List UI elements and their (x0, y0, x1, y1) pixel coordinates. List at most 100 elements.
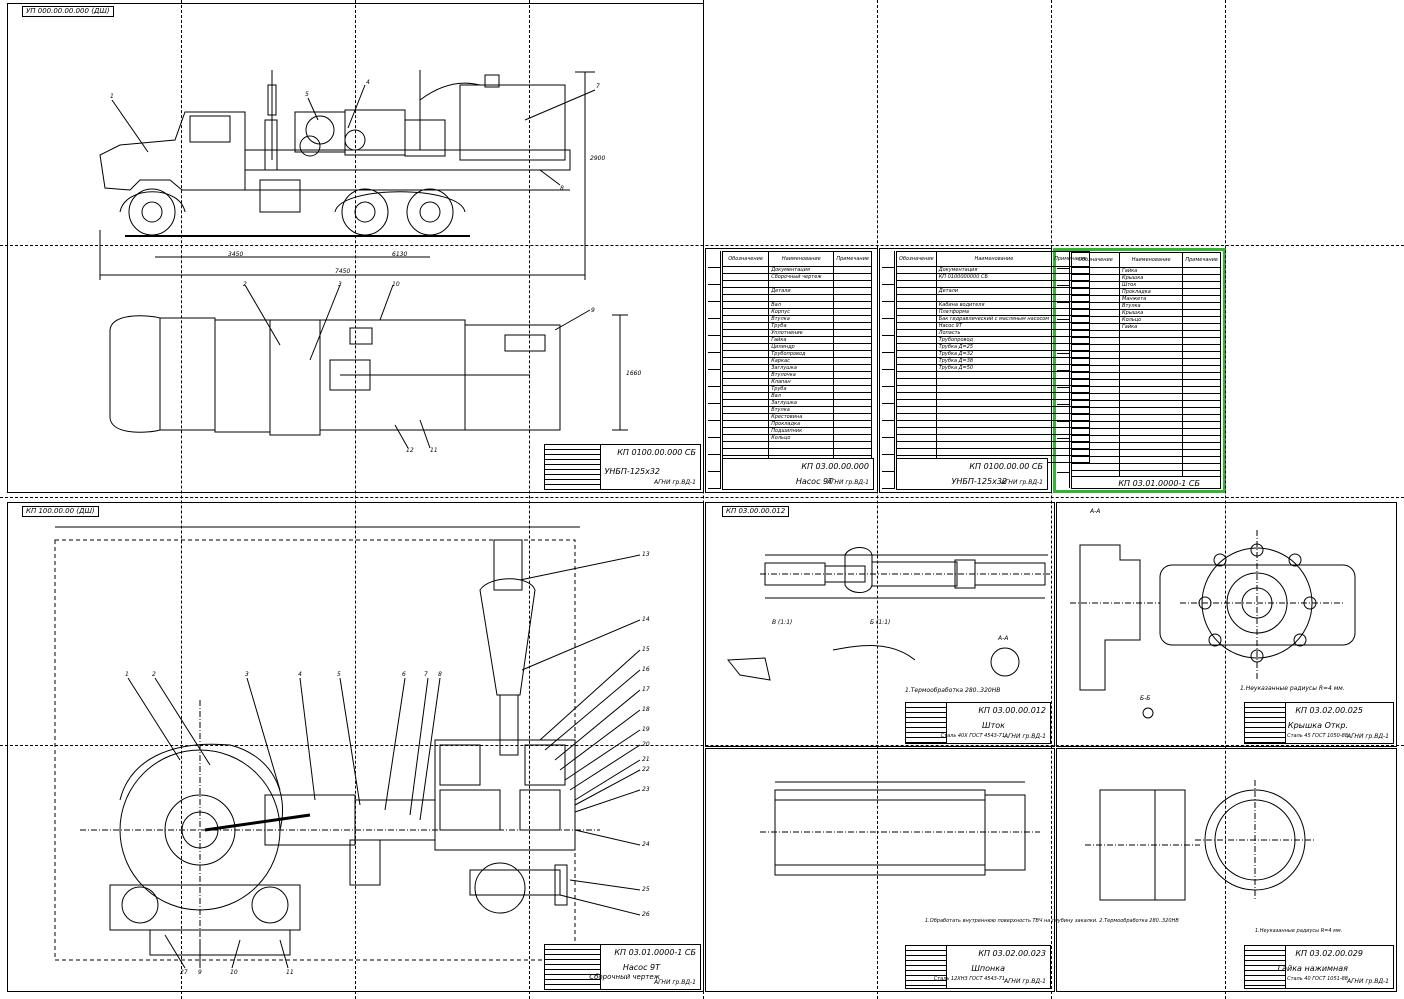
callout: 5 (337, 671, 341, 678)
title-block-sleeve: КП 03.02.00.023 Шпонка Сталь 12ХН3 ГОСТ … (905, 945, 1051, 989)
callout: 20 (642, 741, 650, 748)
spec-table-2: Обозначение Наименование Примечание Доку… (896, 251, 1090, 463)
organization: АГНИ гр.ВД-1 (1346, 733, 1389, 740)
organization: АГНИ гр.ВД-1 (826, 479, 869, 486)
drawing-title: Гайка нажимная (1277, 964, 1348, 973)
page-boundary-v (181, 0, 182, 999)
page-boundary-v (877, 0, 878, 999)
callout: 10 (392, 281, 400, 288)
callout: 1 (110, 93, 114, 100)
drawing-code: КП 03.00.00.000 (801, 462, 869, 471)
title-block-flange: КП 03.02.00.025 Крышка Откр. Сталь 45 ГО… (1244, 702, 1394, 744)
callout: 2 (243, 281, 247, 288)
drawing-code: КП 03.02.00.025 (1295, 706, 1363, 715)
drawing-note: 1.Термообработка 280..320НВ (905, 687, 1000, 694)
drawing-material: Сталь 40Х ГОСТ 4543-71 (940, 733, 1005, 739)
callout: 22 (642, 766, 650, 773)
title-block-pump: КП 03.01.0000-1 СБ Насос 9Т Сборочный че… (544, 944, 701, 990)
drawing-code: КП 0100.00.000 СБ (617, 448, 696, 457)
title-block-spec-3: КП 03.01.0000-1 СБ (1071, 476, 1221, 489)
callout: 10 (230, 969, 238, 976)
truck-side-view: 3450 6130 7450 2900 1 7 4 5 8 (99, 70, 605, 280)
drawing-code: КП 03.02.00.029 (1295, 949, 1363, 958)
callout: 9 (591, 307, 595, 314)
drawing-title: Насос 9Т (622, 963, 660, 972)
title-block-grid (906, 946, 947, 988)
page-boundary-h (0, 497, 1404, 498)
callout: 27 (180, 969, 188, 976)
callout: 11 (286, 969, 294, 976)
organization: АГНИ гр.ВД-1 (1000, 479, 1043, 486)
page-boundary-v (1051, 0, 1052, 999)
callout: 2 (152, 671, 156, 678)
sheet-tag: УП 000.00.00.000 (ДШ) (22, 6, 114, 17)
title-block-grid (545, 945, 601, 989)
callout: 13 (642, 551, 650, 558)
page-boundary-v (355, 0, 356, 999)
spec-table-1: Обозначение Наименование Примечание Доку… (721, 251, 872, 463)
callout: 11 (430, 447, 438, 454)
spec-margin (1057, 252, 1070, 488)
drawing-code: КП 03.01.0000-1 СБ (614, 948, 696, 957)
drawing-title: Шток (982, 721, 1005, 730)
title-block-grid (906, 703, 947, 743)
organization: АГНИ гр.ВД-1 (1003, 978, 1046, 985)
callout: 8 (438, 671, 442, 678)
spec-margin (882, 251, 895, 489)
drawing-code: КП 03.02.00.023 (978, 949, 1046, 958)
title-block-grid (545, 445, 601, 489)
drawing-material: Сталь 40 ГОСТ 1051-88 (1287, 976, 1348, 982)
view-label: Б (1:1) (870, 619, 890, 626)
section-label: А-А (997, 635, 1008, 642)
truck-top-view: 2 3 10 9 11 12 1660 (109, 281, 641, 454)
drawing-title: УНБП-125х32 (604, 467, 660, 476)
callout: 14 (642, 616, 650, 623)
callout: 3 (245, 671, 249, 678)
pump-assembly-view: 1 2 3 4 5 6 7 8 13 14 15 16 17 18 19 20 … (54, 526, 650, 976)
callout: 15 (642, 646, 650, 653)
callout: 19 (642, 726, 650, 733)
drawing-note: 1.Неуказанные радиусы R=4 мм. (1255, 928, 1342, 934)
title-block-grid (1245, 703, 1286, 743)
dim-label: 6130 (392, 251, 407, 258)
callout: 1 (125, 671, 129, 678)
section-label: А-А (1089, 508, 1100, 515)
organization: АГНИ гр.ВД-1 (1003, 733, 1046, 740)
drawing-title: УНБП-125х32 (951, 477, 1007, 486)
page-boundary-h (0, 245, 1404, 246)
col-header: Наименование (1119, 252, 1184, 268)
callout: 12 (406, 447, 414, 454)
callout: 6 (402, 671, 406, 678)
callout: 3 (338, 281, 342, 288)
dim-label: 2900 (590, 155, 605, 162)
page-boundary-h (0, 745, 1404, 746)
organization: АГНИ гр.ВД-1 (653, 979, 696, 986)
callout: 4 (298, 671, 302, 678)
callout: 7 (424, 671, 428, 678)
drawing-title: Крышка Откр. (1287, 721, 1348, 730)
callout: 8 (560, 185, 564, 192)
title-block-grid (1245, 946, 1286, 988)
title-block-truck: КП 0100.00.000 СБ УНБП-125х32 АГНИ гр.ВД… (544, 444, 701, 490)
callout: 5 (305, 91, 309, 98)
drawing-material: Сталь 45 ГОСТ 1050-88 (1287, 733, 1348, 739)
dim-label: 7450 (335, 268, 350, 275)
organization: АГНИ гр.ВД-1 (653, 479, 696, 486)
title-block-shaft: КП 03.00.00.012 Шток Сталь 40Х ГОСТ 4543… (905, 702, 1051, 744)
callout: 9 (198, 969, 202, 976)
page-boundary-v (703, 0, 704, 999)
sheet-tag: КП 100.00.00 (ДШ) (22, 506, 99, 517)
drawing-title: Шпонка (971, 964, 1005, 973)
drawing-title: Насос 9Т (795, 477, 833, 486)
dim-label: 3450 (228, 251, 243, 258)
callout: 18 (642, 706, 650, 713)
sheet-tag: КП 03.00.00.012 (722, 506, 790, 517)
drawing-note: 1.Обработать внутреннюю поверхность ТВЧ … (925, 918, 1179, 924)
callout: 16 (642, 666, 650, 673)
callout: 4 (366, 79, 370, 86)
spec-margin (708, 251, 721, 489)
